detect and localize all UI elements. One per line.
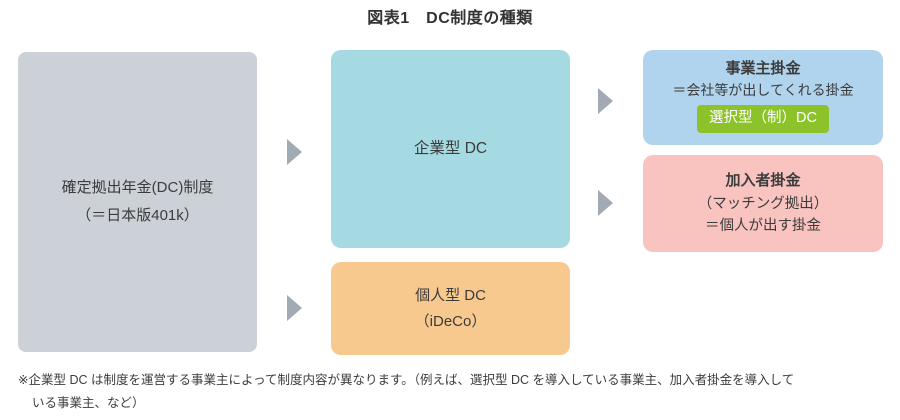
root-box-dc-system: 確定拠出年金(DC)制度 （＝日本版401k） <box>18 52 257 352</box>
page-title: 図表1 DC制度の種類 <box>367 10 533 27</box>
individual-dc-line1: 個人型 DC <box>415 287 486 304</box>
selective-dc-badge: 選択型（制）DC <box>697 105 829 133</box>
root-box-line2: （＝日本版401k） <box>76 207 199 224</box>
arrow-right-icon <box>287 139 302 165</box>
footnote: ※企業型 DC は制度を運営する事業主によって制度内容が異なります。（例えば、選… <box>18 369 890 414</box>
arrow-right-icon <box>287 295 302 321</box>
arrow-right-icon <box>598 190 613 216</box>
footnote-line2: いる事業主、など） <box>32 395 145 410</box>
individual-dc-box: 個人型 DC （iDeCo） <box>331 262 570 355</box>
corporate-dc-box: 企業型 DC <box>331 50 570 248</box>
employer-contribution-heading: 事業主掛金 <box>725 60 801 77</box>
participant-contribution-line3: ＝個人が出す掛金 <box>705 218 821 235</box>
participant-contribution-box: 加入者掛金 （マッチング拠出） ＝個人が出す掛金 <box>643 155 883 252</box>
root-box-line1: 確定拠出年金(DC)制度 <box>61 179 214 197</box>
employer-contribution-description: ＝会社等が出してくれる掛金 <box>672 82 854 98</box>
footnote-line1: ※企業型 DC は制度を運営する事業主によって制度内容が異なります。（例えば、選… <box>18 373 795 387</box>
employer-contribution-box: 事業主掛金 ＝会社等が出してくれる掛金 選択型（制）DC <box>643 50 883 145</box>
individual-dc-line2: （iDeCo） <box>414 312 487 330</box>
corporate-dc-label: 企業型 DC <box>413 139 488 157</box>
participant-contribution-line2: （マッチング拠出） <box>697 195 829 212</box>
arrow-right-icon <box>598 88 613 114</box>
participant-contribution-heading: 加入者掛金 <box>725 172 801 190</box>
